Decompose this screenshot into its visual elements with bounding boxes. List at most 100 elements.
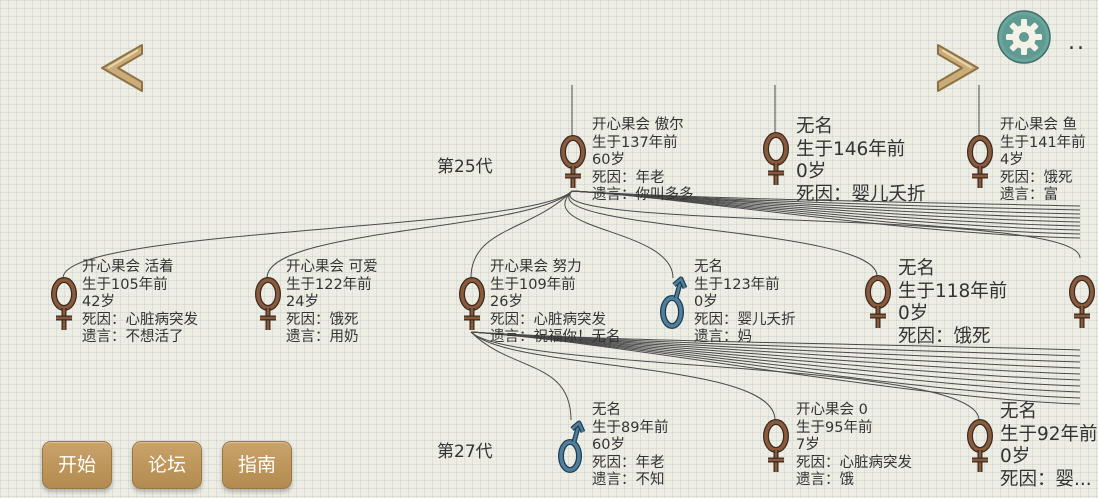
child-link: [571, 190, 1081, 239]
person-info-line: 生于109年前: [490, 276, 576, 293]
person-info-line: 死因：饿死: [286, 311, 359, 328]
person-info-line: 遗言：祝福你！无名: [490, 329, 621, 346]
person-symbol[interactable]: [559, 135, 587, 194]
person-info-line: 60岁: [592, 152, 625, 169]
female-symbol-icon: [967, 135, 993, 188]
start-button[interactable]: 开始: [42, 441, 112, 489]
person-info-line: 24岁: [286, 294, 319, 311]
female-symbol-icon: [51, 277, 77, 330]
person-info-line: 死因：婴儿夭折: [694, 311, 796, 328]
person-info-line: 生于123年前: [694, 276, 780, 293]
person-info-line: 遗言：妈: [694, 329, 752, 346]
more-indicator: ..: [1068, 30, 1086, 55]
chevron-left-icon: [101, 44, 143, 92]
person-info-line: 死因：年老: [592, 169, 665, 186]
person-symbol[interactable]: [254, 277, 282, 336]
chevron-right-icon: [937, 44, 979, 92]
person-info-line: 死因：婴儿夭折: [796, 183, 926, 205]
person-info-line: 死因：年老: [592, 454, 665, 471]
person-info-line: 开心果会 傲尔: [592, 117, 684, 133]
male-symbol-icon: [558, 420, 586, 473]
child-link: [564, 190, 674, 279]
person-info-line: 7岁: [796, 437, 820, 454]
guide-button[interactable]: 指南: [222, 441, 292, 489]
person-info-line: 死因：饿死: [1000, 169, 1073, 186]
female-symbol-icon: [459, 277, 485, 330]
child-link: [470, 331, 776, 421]
person-info-line: 无名: [592, 402, 621, 418]
female-symbol-icon: [1069, 275, 1095, 328]
person-info-line: 生于137年前: [592, 134, 678, 151]
person-info-line: 开心果会 努力: [490, 259, 582, 275]
forum-button[interactable]: 论坛: [132, 441, 202, 489]
person-info-line: 死因：婴...: [1000, 468, 1092, 490]
person-info-line: 生于92年前: [1000, 423, 1098, 445]
child-link: [470, 331, 980, 421]
person-info-line: 生于105年前: [82, 276, 168, 293]
person-info-line: 遗言：不知: [592, 472, 665, 489]
person-info-line: 遗言：你叫多多: [592, 187, 694, 204]
child-link: [470, 331, 572, 421]
gear-icon: [997, 10, 1051, 64]
person-info-line: 开心果会 可爱: [286, 259, 378, 275]
female-symbol-icon: [967, 419, 993, 472]
person-info-line: 死因：心脏病突发: [796, 454, 912, 471]
person-info-line: 无名: [694, 259, 723, 275]
person-symbol[interactable]: [966, 419, 994, 478]
person-info-line: 开心果会 活着: [82, 259, 174, 275]
person-info-line: 0岁: [694, 294, 718, 311]
child-link: [470, 190, 573, 279]
male-symbol-icon: [660, 276, 688, 329]
child-link: [266, 190, 573, 279]
next-page-button[interactable]: [934, 42, 982, 94]
person-symbol[interactable]: [558, 420, 586, 478]
person-symbol[interactable]: [864, 275, 892, 334]
person-info-line: 开心果会 0: [796, 402, 868, 418]
person-info-line: 死因：饿死: [898, 325, 991, 347]
person-info-line: 0岁: [796, 161, 827, 182]
person-symbol[interactable]: [762, 132, 790, 191]
female-symbol-icon: [255, 277, 281, 330]
generation-label: 第27代: [437, 442, 493, 462]
person-info-line: 生于146年前: [796, 138, 906, 160]
previous-page-button[interactable]: [98, 42, 146, 94]
person-info-line: 26岁: [490, 294, 523, 311]
person-info-line: 42岁: [82, 294, 115, 311]
female-symbol-icon: [763, 132, 789, 185]
person-info-line: 无名: [898, 258, 936, 279]
generation-label: 第25代: [437, 157, 493, 177]
person-info-line: 0岁: [898, 303, 929, 324]
person-info-line: 遗言：用奶: [286, 329, 359, 346]
person-info-line: 死因：心脏病突发: [490, 311, 606, 328]
person-symbol[interactable]: [458, 277, 486, 336]
person-info-line: 遗言：富: [1000, 187, 1058, 204]
person-symbol[interactable]: [50, 277, 78, 336]
person-info-line: 60岁: [592, 437, 625, 454]
person-info-line: 生于141年前: [1000, 134, 1086, 151]
person-symbol[interactable]: [1068, 275, 1096, 334]
person-info-line: 死因：心脏病突发: [82, 311, 198, 328]
person-symbol[interactable]: [660, 276, 688, 334]
person-symbol[interactable]: [966, 135, 994, 194]
person-symbol[interactable]: [762, 419, 790, 478]
female-symbol-icon: [560, 135, 586, 188]
settings-button[interactable]: [997, 10, 1051, 64]
person-info-line: 无名: [796, 116, 834, 137]
person-info-line: 开心果会 鱼: [1000, 117, 1078, 133]
person-info-line: 生于95年前: [796, 419, 873, 436]
person-info-line: 遗言：不想活了: [82, 329, 184, 346]
child-link: [568, 190, 878, 277]
person-info-line: 生于118年前: [898, 280, 1008, 302]
child-link: [62, 190, 573, 279]
person-info-line: 无名: [1000, 401, 1038, 422]
